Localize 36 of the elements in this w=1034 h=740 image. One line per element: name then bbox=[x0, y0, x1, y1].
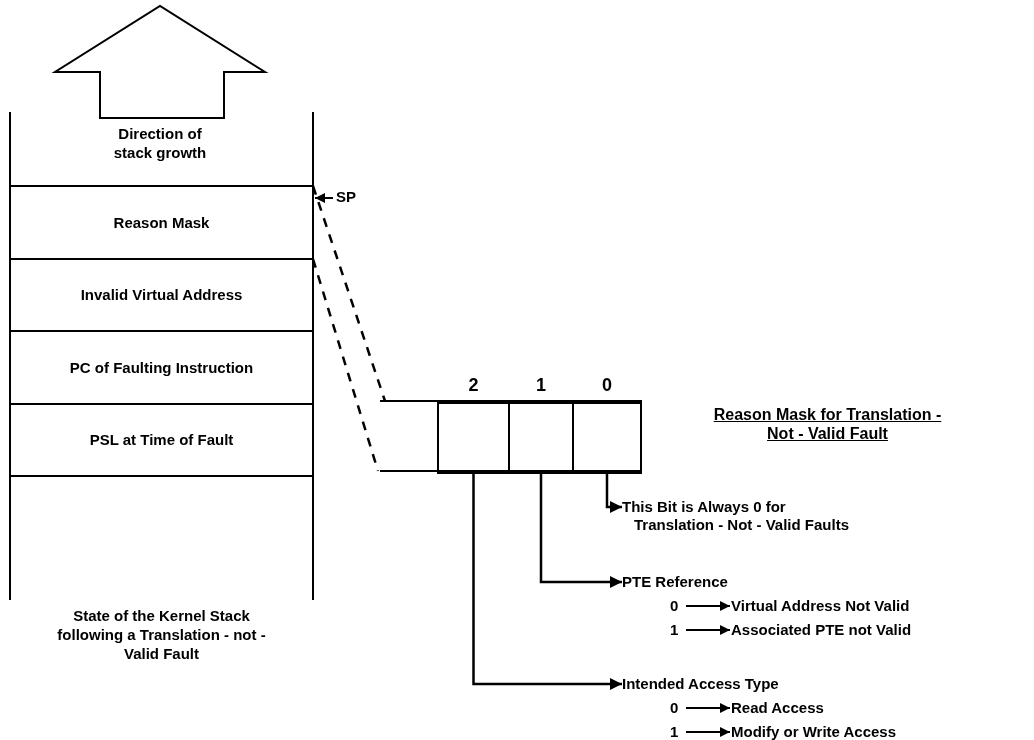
leader-line bbox=[605, 474, 622, 514]
value-meaning: Modify or Write Access bbox=[731, 723, 991, 740]
bit-number: 0 bbox=[602, 376, 612, 395]
arrow bbox=[685, 625, 731, 635]
field-description: Intended Access Type bbox=[622, 675, 842, 693]
stack-growth-label: Direction of stack growth bbox=[112, 124, 208, 162]
field-description: This Bit is Always 0 for Translation - Not - Valid Faults bbox=[622, 498, 852, 534]
bit-cell bbox=[437, 402, 510, 474]
bit-value: 0 bbox=[670, 699, 684, 717]
value-meaning: Read Access bbox=[731, 699, 991, 717]
stack-entry: Invalid Virtual Address bbox=[10, 258, 313, 332]
bit-cell bbox=[572, 402, 642, 474]
leader-line bbox=[539, 474, 622, 589]
pointer-label: SP bbox=[336, 188, 366, 206]
stack-entry: PSL at Time of Fault bbox=[10, 403, 313, 477]
arrow bbox=[685, 703, 731, 713]
bit-number: 2 bbox=[468, 376, 479, 395]
arrow bbox=[685, 727, 731, 737]
bit-value: 1 bbox=[670, 621, 684, 639]
bit-cell bbox=[508, 402, 574, 474]
stack-entry: PC of Faulting Instruction bbox=[10, 330, 313, 405]
arrow bbox=[314, 193, 334, 203]
leader-line bbox=[472, 474, 622, 691]
bit-value: 1 bbox=[670, 723, 684, 740]
value-meaning: Associated PTE not Valid bbox=[731, 621, 991, 639]
dashed-line bbox=[311, 185, 387, 402]
arrow bbox=[685, 601, 731, 611]
stack-entry: Reason Mask bbox=[10, 185, 313, 260]
value-meaning: Virtual Address Not Valid bbox=[731, 597, 991, 615]
register-box bbox=[380, 400, 642, 472]
figure-heading: Reason Mask for Translation - Not - Valid Fault bbox=[712, 405, 943, 443]
dashed-line bbox=[311, 258, 380, 472]
figure-caption: State of the Kernel Stack following a Translation - not - Valid Fault bbox=[56, 606, 267, 663]
bit-value: 0 bbox=[670, 597, 684, 615]
field-description: PTE Reference bbox=[622, 573, 822, 591]
bit-number: 1 bbox=[536, 376, 546, 395]
